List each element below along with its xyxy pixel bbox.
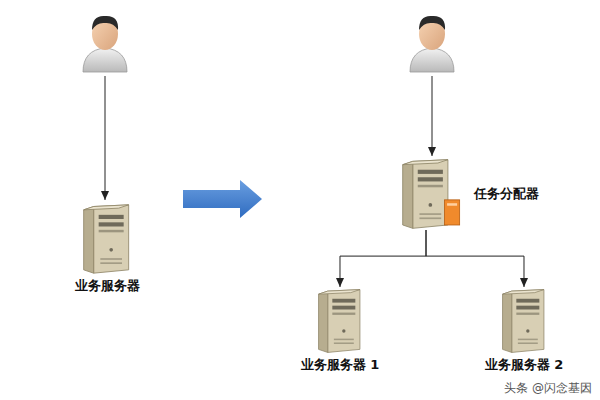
- server-node: 任务分配器: [401, 158, 542, 230]
- connector: [426, 230, 524, 287]
- server-icon: [317, 288, 363, 354]
- person-icon: [83, 16, 127, 72]
- server-label: 业务服务器 2: [482, 354, 567, 376]
- server-node: 业务服务器 2: [482, 288, 567, 376]
- connector: [340, 230, 426, 287]
- server-icon: [501, 288, 547, 354]
- transform-arrow: [183, 180, 262, 218]
- server-icon: [82, 203, 132, 275]
- server-label: 业务服务器 1: [298, 354, 383, 376]
- server-icon: [401, 158, 463, 230]
- server-node: 业务服务器: [72, 203, 143, 297]
- arrow-line: [432, 76, 433, 156]
- server-node: 业务服务器 1: [298, 288, 383, 376]
- server-label: 业务服务器: [72, 275, 143, 297]
- watermark: 头条 @闪念基因: [504, 380, 592, 397]
- arrow-line: [105, 76, 106, 200]
- person-icon: [410, 16, 454, 72]
- server-label: 任务分配器: [471, 183, 542, 205]
